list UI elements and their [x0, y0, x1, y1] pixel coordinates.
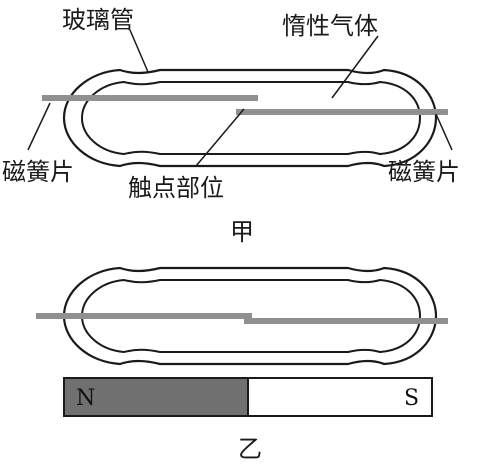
glass-tube-inner [80, 80, 422, 156]
glass-tube-outer-b [62, 266, 438, 366]
leader-glass-tube [129, 29, 149, 73]
reed-right [236, 109, 448, 115]
leader-contact [195, 108, 245, 167]
magnet-south [247, 377, 433, 417]
label-glass-tube: 玻璃管 [62, 6, 134, 34]
label-reed-left: 磁簧片 [2, 158, 74, 186]
leader-reed-right [435, 113, 453, 151]
figure-a: 玻璃管 惰性气体 磁簧片 触点部位 磁簧片 甲 [2, 6, 460, 246]
glass-tube-outer [62, 68, 438, 168]
figure-b: N S 乙 [36, 266, 448, 463]
magnet-north-label: N [76, 386, 95, 411]
reed-left [42, 95, 258, 101]
label-contact: 触点部位 [128, 174, 224, 202]
leader-reed-left [27, 102, 51, 151]
caption-figure-a: 甲 [230, 218, 254, 246]
reed-left-b [36, 313, 252, 319]
leader-inert-gas [331, 35, 379, 99]
glass-tube-inner-b [80, 278, 422, 354]
reed-right-b [244, 318, 448, 324]
caption-figure-b: 乙 [238, 435, 262, 463]
label-reed-right: 磁簧片 [388, 158, 460, 186]
label-inert-gas: 惰性气体 [282, 12, 378, 40]
magnet-south-label: S [404, 386, 419, 411]
